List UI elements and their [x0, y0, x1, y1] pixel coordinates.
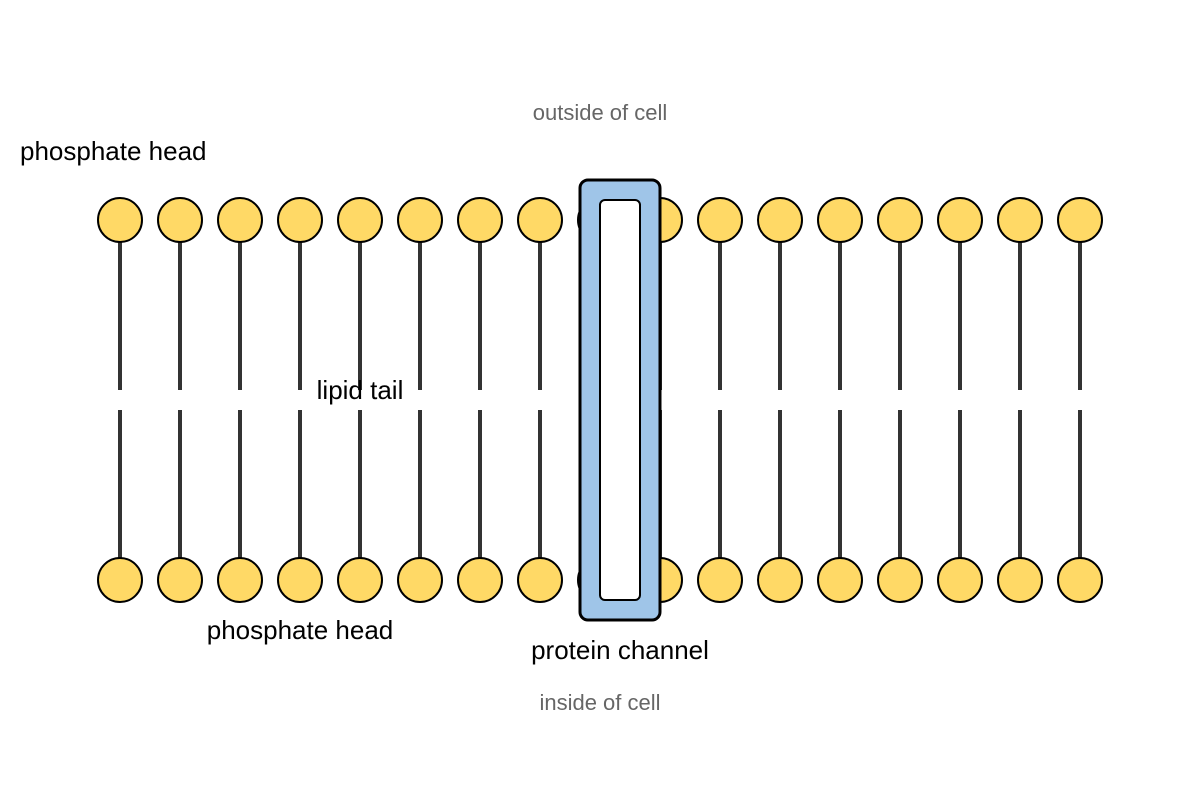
- phosphate-head-top: [157, 197, 203, 243]
- phosphate-head-label-top: phosphate head: [20, 136, 207, 166]
- phosphate-head-top: [697, 197, 743, 243]
- phosphate-head-top: [217, 197, 263, 243]
- phosphate-head-bottom: [757, 557, 803, 603]
- phosphate-head-bottom: [97, 557, 143, 603]
- phosphate-head-bottom: [817, 557, 863, 603]
- lipid-12: [757, 197, 803, 603]
- lipid-2: [157, 197, 203, 603]
- phosphate-head-top: [97, 197, 143, 243]
- lipid-13: [817, 197, 863, 603]
- lipid-11: [697, 197, 743, 603]
- lipid-3: [217, 197, 263, 603]
- phosphate-head-top: [337, 197, 383, 243]
- phosphate-head-bottom: [997, 557, 1043, 603]
- lipid-tail-label: lipid tail: [317, 375, 404, 405]
- lipid-14: [877, 197, 923, 603]
- phosphate-head-bottom: [397, 557, 443, 603]
- phosphate-head-bottom: [457, 557, 503, 603]
- phosphate-head-top: [457, 197, 503, 243]
- phosphate-head-top: [277, 197, 323, 243]
- phosphate-head-top: [817, 197, 863, 243]
- phosphate-head-label-bottom: phosphate head: [207, 615, 394, 645]
- lipid-15: [937, 197, 983, 603]
- protein-channel-pore: [599, 199, 641, 601]
- lipid-1: [97, 197, 143, 603]
- phosphate-head-bottom: [157, 557, 203, 603]
- lipid-5: [337, 197, 383, 603]
- phosphate-head-bottom: [517, 557, 563, 603]
- phosphate-head-top: [517, 197, 563, 243]
- phosphate-head-bottom: [877, 557, 923, 603]
- phosphate-head-top: [397, 197, 443, 243]
- phosphate-head-bottom: [277, 557, 323, 603]
- phosphate-head-top: [757, 197, 803, 243]
- phosphate-head-top: [937, 197, 983, 243]
- phosphate-head-bottom: [1057, 557, 1103, 603]
- phosphate-head-top: [877, 197, 923, 243]
- lipid-7: [457, 197, 503, 603]
- outside-of-cell-label: outside of cell: [533, 100, 668, 125]
- phosphate-head-bottom: [217, 557, 263, 603]
- protein-channel-label: protein channel: [531, 635, 709, 665]
- diagram-labels: outside of cell phosphate head lipid tai…: [20, 100, 709, 715]
- inside-of-cell-label: inside of cell: [539, 690, 660, 715]
- phosphate-head-top: [1057, 197, 1103, 243]
- lipid-6: [397, 197, 443, 603]
- phosphate-head-bottom: [937, 557, 983, 603]
- lipid-8: [517, 197, 563, 603]
- phosphate-head-bottom: [337, 557, 383, 603]
- lipid-17: [1057, 197, 1103, 603]
- phosphate-head-top: [997, 197, 1043, 243]
- lipid-16: [997, 197, 1043, 603]
- lipid-4: [277, 197, 323, 603]
- phosphate-head-bottom: [697, 557, 743, 603]
- protein-channel: [578, 178, 662, 622]
